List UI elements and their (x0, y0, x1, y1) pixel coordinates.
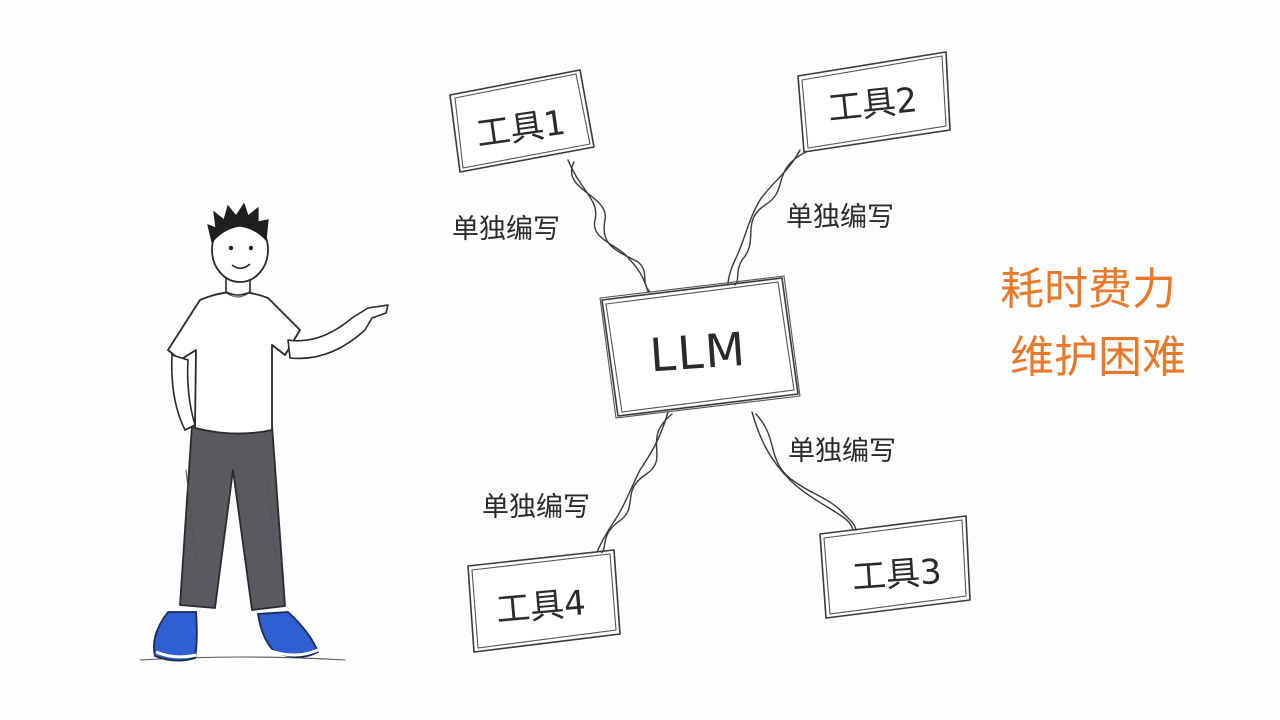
connector-tool1-llm-strand (570, 161, 651, 293)
left-eye (228, 245, 234, 251)
note-hard-to-maintain: 维护困难 (1010, 332, 1186, 383)
tool-4-label: 工具4 (495, 583, 588, 631)
hair (207, 202, 269, 244)
edge-label-tool1: 单独编写 (452, 214, 560, 245)
left-shoe (153, 611, 198, 662)
connector-tool2-llm-strand (734, 151, 807, 286)
connectors (567, 149, 857, 555)
llm-box: LLM (599, 275, 801, 419)
tool-box-4: 工具4 (467, 549, 621, 653)
edge-label-tool3: 单独编写 (788, 436, 896, 467)
pants-folds (185, 469, 277, 561)
connector-llm-tool3 (751, 411, 854, 531)
note-time-consuming: 耗时费力 (1000, 264, 1176, 315)
shoe-soles (155, 648, 319, 659)
smile (231, 263, 251, 270)
pants (179, 424, 286, 611)
connector-tool1-llm (567, 159, 649, 293)
edge-label-tool2: 单独编写 (786, 202, 894, 233)
edge-label-tool4: 单独编写 (482, 492, 590, 523)
connector-llm-tool4 (596, 411, 669, 553)
connector-llm-tool3-strand (755, 413, 857, 531)
tool-box-1: 工具1 (449, 69, 595, 173)
person-illustration (139, 202, 389, 662)
left-arm (170, 353, 196, 432)
pointing-arm (287, 304, 389, 360)
tool-3-label: 工具3 (851, 552, 943, 598)
right-shoe (256, 611, 320, 658)
tool-box-3: 工具3 (819, 515, 971, 619)
tool-box-2: 工具2 (797, 51, 951, 153)
right-eye (248, 245, 254, 251)
tool-2-label: 工具2 (826, 80, 919, 129)
llm-label: LLM (648, 322, 748, 383)
connector-tool2-llm (727, 149, 801, 286)
connector-llm-tool4-strand (600, 413, 673, 555)
